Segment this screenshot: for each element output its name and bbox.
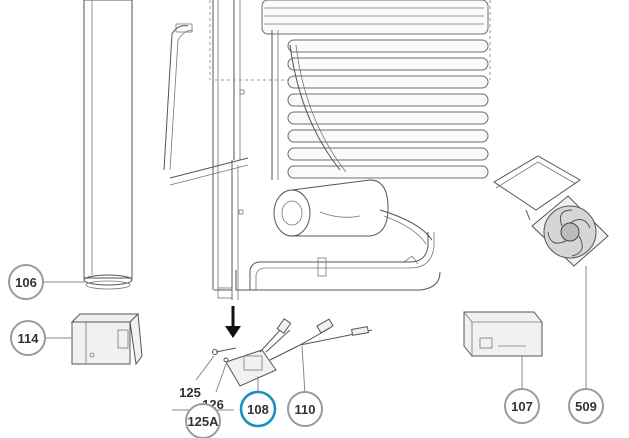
part-108-assembly xyxy=(212,318,373,387)
callout-106-label: 106 xyxy=(15,275,37,290)
callout-125a[interactable]: 125A xyxy=(185,403,221,438)
callout-107-label: 107 xyxy=(511,399,533,414)
callout-125-label: 125 xyxy=(179,385,201,400)
boiler-cylinder xyxy=(273,179,389,237)
callout-106[interactable]: 106 xyxy=(8,264,44,300)
part-509-fan xyxy=(493,155,609,267)
callout-125[interactable]: 125 xyxy=(179,385,201,400)
callout-110-label: 110 xyxy=(295,402,316,417)
callout-509[interactable]: 509 xyxy=(568,388,604,424)
down-arrow-icon xyxy=(225,306,241,338)
callout-108-label: 108 xyxy=(247,402,269,417)
callout-125a-label: 125A xyxy=(187,414,219,429)
callout-107[interactable]: 107 xyxy=(504,388,540,424)
callout-110[interactable]: 110 xyxy=(287,391,323,427)
callout-114[interactable]: 114 xyxy=(10,320,46,356)
callout-509-label: 509 xyxy=(575,399,597,414)
bent-tube xyxy=(163,23,194,171)
cylinder-tube xyxy=(83,0,133,290)
callout-114-label: 114 xyxy=(18,331,40,346)
callout-108[interactable]: 108 xyxy=(239,390,277,428)
cooling-coil xyxy=(235,0,489,291)
part-114-bracket xyxy=(70,312,143,366)
part-107-cover xyxy=(463,311,543,357)
